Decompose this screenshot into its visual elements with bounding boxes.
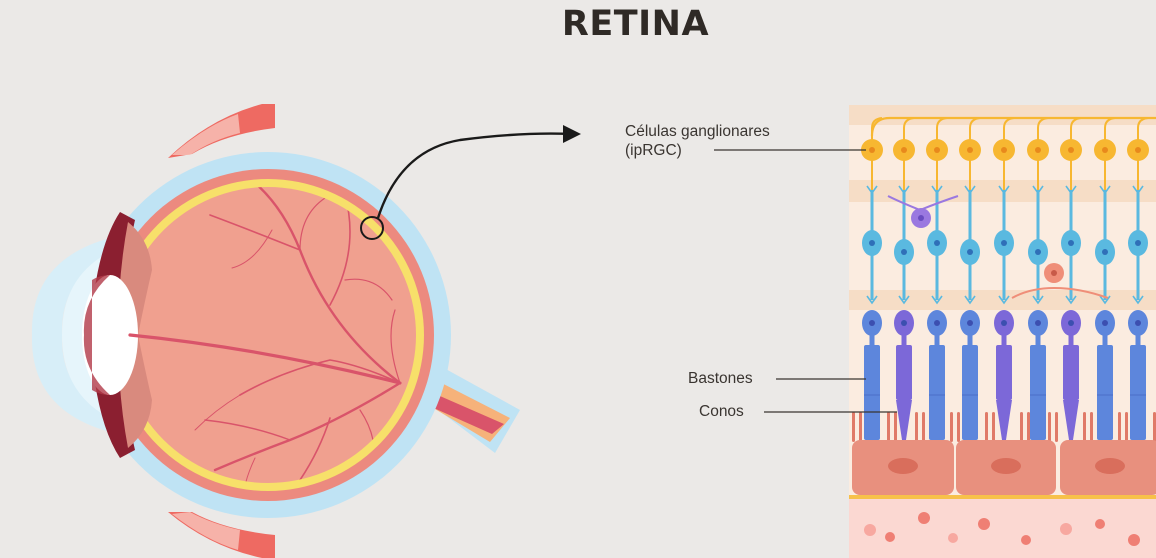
retina-cross-section (849, 105, 1156, 558)
ganglion-nucleus (901, 147, 907, 153)
photoreceptor-nucleus-dot (1068, 320, 1074, 326)
photoreceptor-nucleus-dot (1001, 320, 1007, 326)
rod-segment (1130, 345, 1146, 440)
ganglion-nucleus (1135, 147, 1141, 153)
microvillus (1027, 412, 1030, 442)
microvillus (894, 412, 897, 442)
microvillus (950, 412, 953, 442)
bruch-membrane (849, 495, 1156, 499)
rod-segment (1030, 345, 1046, 440)
photoreceptor-nucleus-dot (1102, 320, 1108, 326)
ganglion-nucleus (1068, 147, 1074, 153)
microvillus (887, 412, 890, 442)
ganglion-nucleus (934, 147, 940, 153)
microvillus (1090, 412, 1093, 442)
photoreceptor-nucleus-dot (1035, 320, 1041, 326)
eye-illustration (32, 104, 581, 558)
ganglion-cells-label: Células ganglionares (ipRGC) (625, 122, 770, 160)
microvillus (852, 412, 855, 442)
photoreceptor-nucleus-dot (1135, 320, 1141, 326)
rod-segment (1097, 345, 1113, 440)
rods-label: Bastones (688, 369, 753, 388)
layer-nerve-fiber (849, 105, 1156, 125)
bipolar-nucleus (1102, 249, 1108, 255)
amacrine-nucleus (918, 215, 924, 221)
choroid-cell (1095, 519, 1105, 529)
rod-segment (864, 345, 880, 440)
bipolar-nucleus (1035, 249, 1041, 255)
choroid-cell (885, 532, 895, 542)
microvillus (985, 412, 988, 442)
bipolar-nucleus (934, 240, 940, 246)
bipolar-nucleus (869, 240, 875, 246)
layer-choroid (849, 499, 1156, 558)
photoreceptor-nucleus-dot (967, 320, 973, 326)
bipolar-nucleus (1001, 240, 1007, 246)
microvillus (1020, 412, 1023, 442)
microvillus (1125, 412, 1128, 442)
bipolar-nucleus (1135, 240, 1141, 246)
ganglion-nucleus (967, 147, 973, 153)
bipolar-nucleus (901, 249, 907, 255)
microvillus (957, 412, 960, 442)
bipolar-nucleus (1068, 240, 1074, 246)
vitreous-body (120, 187, 416, 483)
photoreceptor-nucleus-dot (901, 320, 907, 326)
zoom-arrow-head (563, 125, 581, 143)
microvillus (1118, 412, 1121, 442)
bipolar-nucleus (967, 249, 973, 255)
pigment-epithelium-nucleus (888, 458, 918, 474)
photoreceptor-nucleus-dot (934, 320, 940, 326)
choroid-cell (1128, 534, 1140, 546)
microvillus (992, 412, 995, 442)
choroid-cell (918, 512, 930, 524)
lower-muscle-tendon (172, 512, 240, 550)
rod-segment (962, 345, 978, 440)
ganglion-nucleus (1102, 147, 1108, 153)
microvillus (922, 412, 925, 442)
pigment-epithelium-nucleus (991, 458, 1021, 474)
ganglion-nucleus (869, 147, 875, 153)
choroid-cell (864, 524, 876, 536)
microvillus (915, 412, 918, 442)
choroid-cell (1060, 523, 1072, 535)
ganglion-nucleus (1035, 147, 1041, 153)
upper-muscle-tendon (172, 114, 240, 155)
choroid-cell (1021, 535, 1031, 545)
cone-inner-segment (896, 345, 912, 400)
page-title: RETINA (0, 4, 1156, 44)
cone-inner-segment (1063, 345, 1079, 400)
ganglion-cells-label-line1: Células ganglionares (625, 122, 770, 141)
cone-inner-segment (996, 345, 1012, 400)
microvillus (1083, 412, 1086, 442)
microvillus (1055, 412, 1058, 442)
photoreceptor-nucleus-dot (869, 320, 875, 326)
pigment-epithelium-nucleus (1095, 458, 1125, 474)
ganglion-cells-label-line2: (ipRGC) (625, 141, 770, 160)
ganglion-nucleus (1001, 147, 1007, 153)
microvillus (859, 412, 862, 442)
horizontal-nucleus (1051, 270, 1057, 276)
choroid-cell (948, 533, 958, 543)
rod-segment (929, 345, 945, 440)
cones-label: Conos (699, 402, 744, 421)
choroid-cell (978, 518, 990, 530)
zoom-arrow (378, 134, 572, 218)
microvillus (1048, 412, 1051, 442)
